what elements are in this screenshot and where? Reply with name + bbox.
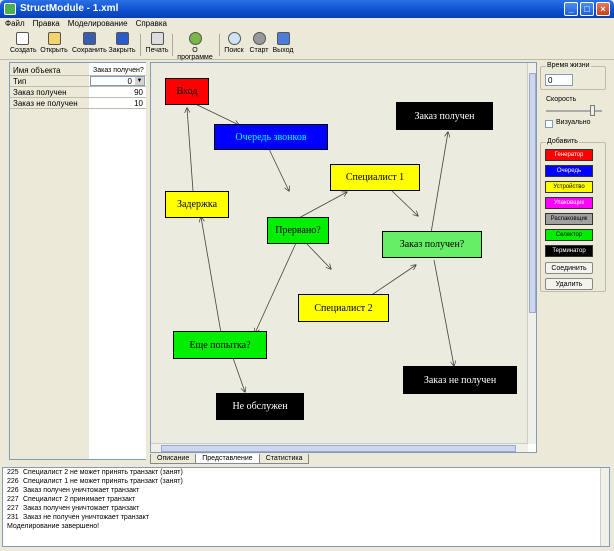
maximize-button[interactable]: □ [580,2,594,16]
about-button[interactable]: О программе [175,32,215,61]
node-order-received[interactable]: Заказ получен [396,102,493,130]
visual-label: Визуально [556,119,591,126]
prop-value[interactable]: Заказ получен? [93,67,144,74]
log-line: Моделирование завершено! [7,523,100,530]
tab-view[interactable]: Представление [195,454,260,464]
toolbar: Создать Открыть Сохранить Закрыть Печать… [0,30,614,61]
lifetime-input[interactable]: 0 [545,74,573,86]
prop-row-name: Имя объекта Заказ получен? [10,65,146,76]
window-titlebar: StructModule - 1.xml _ □ × [0,0,614,18]
node-entry[interactable]: Вход [165,78,209,105]
menu-edit[interactable]: Правка [32,19,60,28]
node-call-queue[interactable]: Очередь звонков [214,124,328,150]
window-title: StructModule - 1.xml [20,3,119,14]
prop-value[interactable]: 90 [134,88,143,97]
add-device-button[interactable]: Устройство [545,181,593,193]
chevron-down-icon[interactable]: ▼ [135,77,144,85]
prop-row-type: Тип 0 ▼ [10,76,146,87]
toolbar-separator [140,34,141,56]
add-queue-button[interactable]: Очередь [545,165,593,177]
gear-icon [252,32,266,45]
printer-icon [150,32,164,45]
open-button[interactable]: Открыть [40,32,68,54]
prop-key: Имя объекта [13,66,61,75]
add-terminator-button[interactable]: Терминатор [545,245,593,257]
node-specialist-1[interactable]: Специалист 1 [330,164,420,191]
add-selector-button[interactable]: Селектор [545,229,593,241]
minimize-button[interactable]: _ [564,2,578,16]
log-scrollbar[interactable] [600,468,609,546]
diagram-canvas[interactable]: Вход Очередь звонков Заказ получен Специ… [151,63,528,444]
node-order-not-received[interactable]: Заказ не получен [403,366,517,394]
exit-icon [276,32,290,45]
close-file-icon [115,32,129,45]
connections-layer [151,99,528,444]
add-label: Добавить [546,138,579,145]
add-generator-button[interactable]: Генератор [545,149,593,161]
speed-label: Скорость [546,96,577,103]
add-unpacker-button[interactable]: Распаковщик [545,213,593,225]
prop-row: Заказ не получен 10 [10,98,146,109]
prop-key: Заказ не получен [13,99,78,108]
speed-slider-thumb[interactable] [590,105,595,116]
close-file-button[interactable]: Закрыть [108,32,136,54]
new-file-icon [15,32,29,45]
folder-icon [47,32,61,45]
menu-modeling[interactable]: Моделирование [67,19,128,28]
about-icon [188,32,202,45]
lifetime-label: Время жизни [546,62,591,69]
node-not-served[interactable]: Не обслужен [216,393,304,420]
node-interrupted[interactable]: Прервано? [267,217,329,244]
print-button[interactable]: Печать [144,32,170,54]
prop-key: Тип [13,77,27,86]
tab-description[interactable]: Описание [150,454,197,464]
visual-checkbox[interactable] [545,120,553,128]
prop-row: Заказ получен 90 [10,87,146,98]
close-button[interactable]: × [596,2,610,16]
app-icon [4,3,16,15]
node-retry[interactable]: Еще попытка? [173,331,267,359]
node-specialist-2[interactable]: Специалист 2 [298,294,389,322]
tab-statistics[interactable]: Статистика [258,454,310,464]
search-icon [227,32,241,45]
prop-value[interactable]: 10 [134,99,143,108]
menu-bar: Файл Правка Моделирование Справка [0,18,614,30]
delete-button[interactable]: Удалить [545,278,593,290]
menu-help[interactable]: Справка [135,19,167,28]
view-tabs: Описание Представление Статистика [150,454,310,464]
node-order-received-check[interactable]: Заказ получен? [382,231,482,258]
speed-slider[interactable] [546,110,602,112]
new-button[interactable]: Создать [10,32,37,54]
floppy-icon [82,32,96,45]
vertical-scrollbar[interactable] [527,63,536,444]
horizontal-scrollbar[interactable] [151,443,528,452]
diagram-view: Вход Очередь звонков Заказ получен Специ… [150,62,537,453]
exit-button[interactable]: Выход [272,32,294,54]
menu-file[interactable]: Файл [5,19,25,28]
prop-key: Заказ получен [13,88,67,97]
toolbar-separator [219,34,220,56]
start-button[interactable]: Старт [248,32,270,54]
properties-panel: Имя объекта Заказ получен? Тип 0 ▼ Заказ… [9,62,146,460]
search-button[interactable]: Поиск [222,32,246,54]
connect-button[interactable]: Соединить [545,262,593,274]
type-select[interactable]: 0 ▼ [90,76,145,86]
toolbar-separator [172,34,173,56]
node-delay[interactable]: Задержка [165,191,229,218]
add-packer-button[interactable]: Упаковщик [545,197,593,209]
save-button[interactable]: Сохранить [72,32,107,54]
